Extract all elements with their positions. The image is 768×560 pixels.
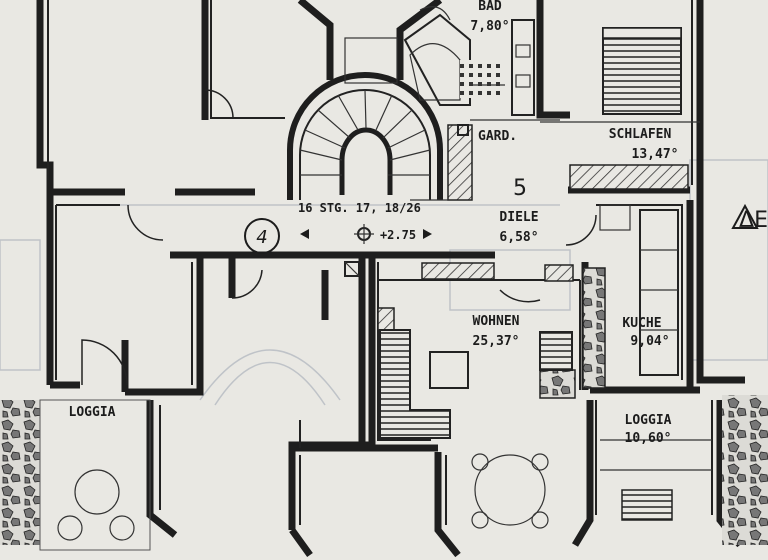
markers: [244, 124, 759, 277]
stair-number: 4: [256, 227, 267, 248]
kitchen-fixtures: [599, 204, 679, 376]
gard-label: GARD.: [478, 129, 517, 144]
room-area-schlafen: 13,47°: [632, 147, 679, 162]
room-name-kuche: KUCHE: [622, 316, 661, 331]
edge-symbol: ΔE: [739, 208, 768, 233]
living-furniture: [379, 329, 573, 529]
bed: [602, 27, 682, 115]
stair-label: 16 STG. 17, 18/26: [298, 201, 421, 215]
room-area-bad: 7,80°: [470, 19, 509, 34]
room-area-loggia-right: 10,60°: [625, 431, 672, 446]
cabinets: [377, 124, 689, 399]
stair-number-circle: [244, 218, 280, 254]
room-area-kuche: 9,04°: [630, 334, 669, 349]
room-name-wohnen: WOHNEN: [473, 314, 520, 329]
bathroom-fixtures: [403, 6, 535, 116]
arrow-right-icon: [423, 229, 432, 239]
arrow-left-icon: [300, 229, 309, 239]
room-name-diele: DIELE: [499, 210, 538, 225]
room-area-diele: 6,58°: [499, 230, 538, 245]
unit-number: 5: [513, 176, 527, 201]
level-crosshair-icon: [354, 224, 374, 244]
spiral-staircase: [287, 37, 443, 200]
level-label: +2.75: [380, 228, 416, 242]
loggia-floors: [0, 395, 768, 551]
room-name-loggia-right: LOGGIA: [625, 413, 672, 428]
room-name-bad: BAD: [478, 0, 502, 14]
labels: BAD 7,80° GARD. SCHLAFEN 13,47° 5 DIELE …: [69, 0, 768, 446]
room-name-schlafen: SCHLAFEN: [609, 127, 672, 142]
door-swings: [81, 84, 597, 386]
room-name-loggia-left: LOGGIA: [69, 405, 116, 420]
room-area-wohnen: 25,37°: [473, 334, 520, 349]
triangle-icon: [731, 203, 759, 229]
